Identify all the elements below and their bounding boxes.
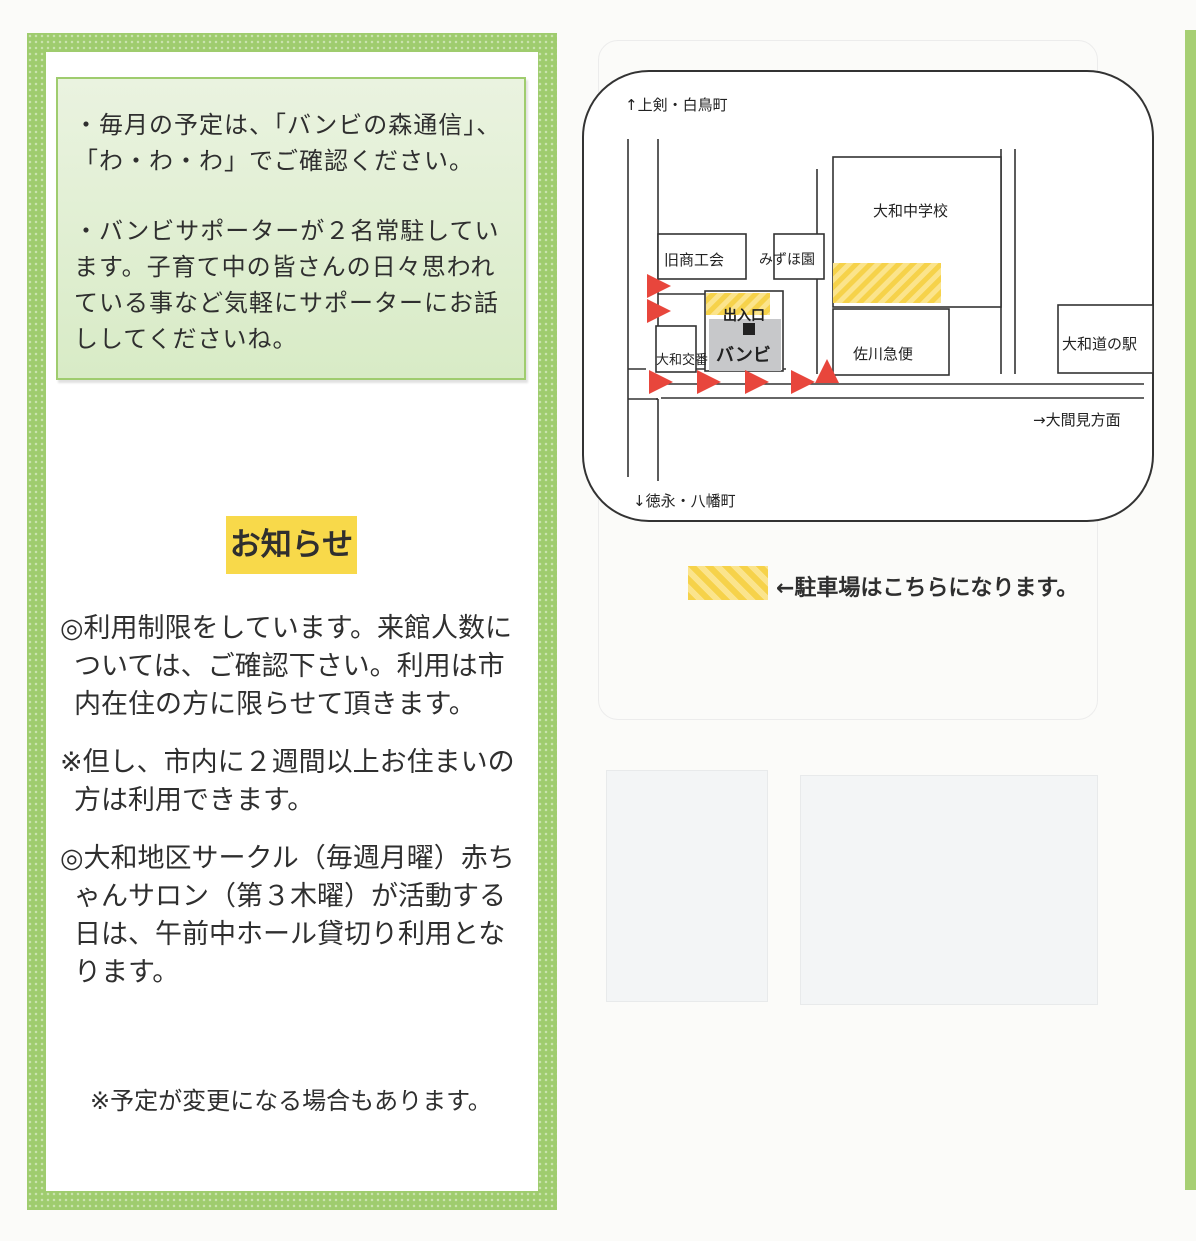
info-paragraph-supporters: ・バンビサポーターが２名常駐しています。子育て中の皆さんの日々思われている事など… xyxy=(74,217,500,353)
faded-photo-2 xyxy=(800,775,1098,1005)
map-label-entrance: 出入口 xyxy=(723,307,765,324)
parking-legend-text: ←駐車場はこちらになります。 xyxy=(776,576,1079,601)
parking-lot-entrance xyxy=(706,293,770,315)
map-label-east: →大間見方面 xyxy=(1033,411,1121,429)
old-chamber-building xyxy=(657,233,747,280)
map-label-bambi: バンビ xyxy=(716,345,771,366)
notice-title: お知らせ xyxy=(226,516,357,574)
notice-item-residency: ※但し、市内に２週間以上お住まいの方は利用できます。 xyxy=(60,747,515,816)
right-panel-edge xyxy=(1185,30,1196,1190)
access-map: ↑上剣・白鳥町 ↓徳永・八幡町 →大間見方面 大和中学校 旧商工会 みずほ園 出… xyxy=(582,70,1154,522)
parking-legend-swatch xyxy=(688,566,768,600)
map-label-police-box: 大和交番 xyxy=(656,352,708,368)
roadside-station-building xyxy=(1057,304,1154,374)
info-box: ・毎月の予定は、「バンビの森通信」、「わ・わ・わ」でご確認ください。 ・バンビサ… xyxy=(56,77,526,380)
map-label-middle-school: 大和中学校 xyxy=(873,202,948,220)
notice-item-circle: ◎大和地区サークル（毎週月曜）赤ちゃんサロン（第３木曜）が活動する日は、午前中ホ… xyxy=(60,843,515,988)
parking-lot-main xyxy=(833,263,941,303)
faded-photo-1 xyxy=(606,770,768,1002)
police-box-building xyxy=(655,325,697,373)
map-label-mizuho: みずほ園 xyxy=(759,252,815,268)
map-label-south: ↓徳永・八幡町 xyxy=(633,492,736,510)
map-label-sagawa: 佐川急便 xyxy=(853,345,913,363)
mizuho-building xyxy=(773,233,825,280)
map-label-old-chamber: 旧商工会 xyxy=(664,251,724,269)
notice-item-usage-limit: ◎利用制限をしています。来館人数については、ご確認下さい。利用は市内在住の方に限… xyxy=(60,613,513,720)
map-label-roadside-station: 大和道の駅 xyxy=(1062,335,1137,353)
sagawa-building xyxy=(832,308,950,376)
info-paragraph-schedule: ・毎月の予定は、「バンビの森通信」、「わ・わ・わ」でご確認ください。 xyxy=(74,111,502,175)
notice-footer: ※予定が変更になる場合もあります。 xyxy=(90,1087,492,1115)
route-arrows xyxy=(647,274,839,394)
map-label-north: ↑上剣・白鳥町 xyxy=(625,96,728,114)
entrance-marker xyxy=(743,323,755,335)
notice-list: ◎利用制限をしています。来館人数については、ご確認下さい。利用は市内在住の方に限… xyxy=(60,610,522,1012)
